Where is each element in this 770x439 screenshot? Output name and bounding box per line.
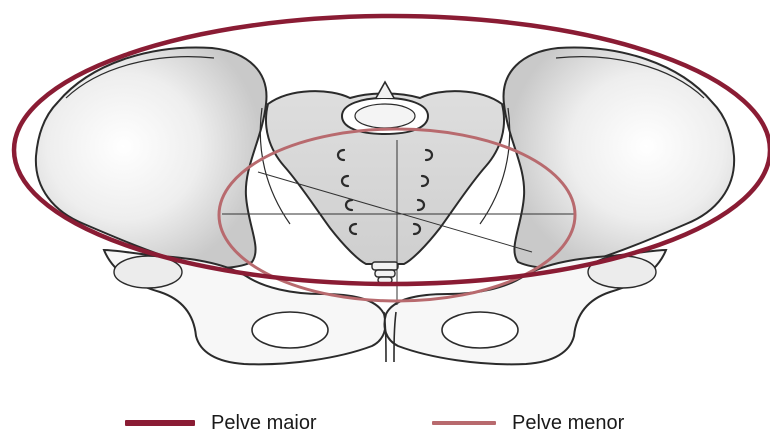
right-iliac-wing [504, 47, 735, 267]
legend-item-pelve-menor: Pelve menor [432, 411, 624, 435]
vertebral-disc [355, 104, 415, 128]
legend-label-pelve-menor: Pelve menor [512, 411, 624, 435]
legend-label-pelve-maior: Pelve maior [211, 411, 317, 435]
right-obturator-foramen [442, 312, 518, 348]
legend-swatch-pelve-maior [125, 420, 195, 426]
left-obturator-foramen [252, 312, 328, 348]
legend-swatch-pelve-menor [432, 421, 496, 425]
coccyx [372, 262, 398, 283]
vertebral-process [376, 82, 394, 98]
legend-item-pelve-maior: Pelve maior [125, 411, 317, 435]
